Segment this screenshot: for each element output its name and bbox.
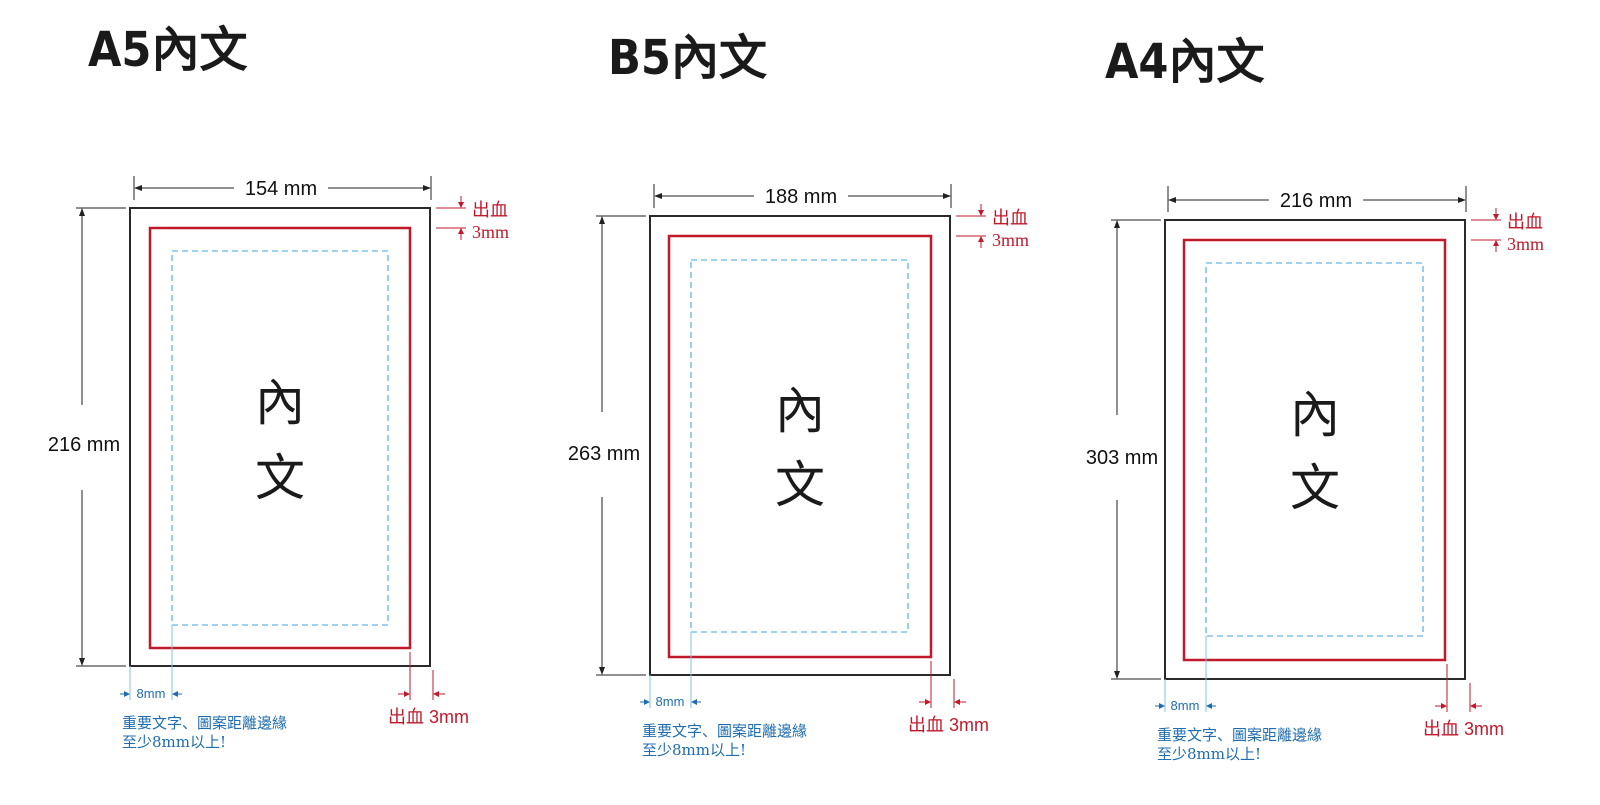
arrow-left-icon [1206,703,1212,709]
safe-area-note: 重要文字、圖案距離邊緣 至少8mm以上! [122,714,287,752]
center-char-1: 內 [255,374,305,432]
note-line-1: 重要文字、圖案距離邊緣 [642,722,808,740]
arrow-up-icon [978,236,984,242]
bleed-value: 3mm [992,230,1029,250]
safe-area-border [171,250,389,626]
bottom-bleed-label: 出血 [1423,719,1459,740]
panel-a5: A5內文 154 mm 216 mm 內 文 出血 3mm [0,0,530,805]
bleed-border [148,226,412,650]
arrow-up-icon [1114,220,1120,228]
bottom-bleed-value: 3mm [429,707,469,727]
arrow-up-icon [599,216,605,224]
margin-label: 8mm [1171,698,1200,713]
safe-area-note: 重要文字、圖案距離邊緣 至少8mm以上! [1157,726,1322,764]
panel-a4: A4內文 216 mm 303 mm 內 文 出血 3mm 出血 [1035,0,1575,805]
width-label: 154 mm [245,178,317,200]
arrow-right-icon [1458,197,1466,203]
arrow-left-icon [954,699,960,705]
bleed-value: 3mm [472,222,509,242]
center-char-2: 文 [255,449,305,507]
note-line-2: 至少8mm以上! [1157,745,1262,763]
arrow-down-icon [458,202,464,208]
safe-area-border [1205,262,1424,637]
center-char-1: 內 [1290,386,1340,444]
arrow-down-icon [1493,214,1499,220]
trim-border [649,215,951,676]
arrow-up-icon [458,228,464,234]
arrow-left-icon [691,699,697,705]
panel-title: A5內文 [88,22,248,78]
arrow-right-icon [423,185,431,191]
bottom-bleed-value: 3mm [949,715,989,735]
bleed-label: 出血 [472,200,508,221]
safe-area-border [690,259,909,633]
height-label: 216 mm [48,434,120,456]
bleed-border [1182,238,1447,662]
arrow-right-icon [943,193,951,199]
arrow-right-icon [1159,703,1165,709]
arrow-left-icon [1168,197,1176,203]
panel-b5: B5內文 188 mm 263 mm 內 文 出血 3mm 出血 [520,0,1050,805]
note-line-1: 重要文字、圖案距離邊緣 [122,714,288,732]
page-diagram: 188 mm 263 mm 內 文 出血 3mm 出血 3mm 8 [568,184,1029,736]
center-char-2: 文 [1290,459,1340,517]
bottom-bleed-value: 3mm [1464,719,1504,739]
arrow-right-icon [925,699,931,705]
arrow-left-icon [654,193,662,199]
note-line-2: 至少8mm以上! [122,733,227,751]
arrow-left-icon [172,691,178,697]
panel-title: B5內文 [608,30,767,86]
arrow-left-icon [134,185,142,191]
arrow-up-icon [1493,240,1499,246]
arrow-down-icon [599,667,605,675]
note-line-1: 重要文字、圖案距離邊緣 [1157,726,1323,744]
arrow-down-icon [978,210,984,216]
arrow-right-icon [124,691,130,697]
safe-area-note: 重要文字、圖案距離邊緣 至少8mm以上! [642,722,807,760]
bleed-value: 3mm [1507,234,1544,254]
center-char-2: 文 [775,456,825,514]
trim-border [129,207,431,667]
width-label: 216 mm [1280,190,1352,212]
bleed-label: 出血 [992,208,1028,229]
page-diagram: 216 mm 303 mm 內 文 出血 3mm 出血 3mm 8 [1086,186,1544,740]
arrow-down-icon [79,658,85,666]
bottom-bleed-label: 出血 [388,707,424,728]
arrow-left-icon [1470,703,1476,709]
margin-label: 8mm [656,694,685,709]
width-label: 188 mm [765,186,837,208]
panel-title: A4內文 [1105,34,1265,90]
center-char-1: 內 [775,382,825,440]
bleed-label: 出血 [1507,212,1543,233]
arrow-right-icon [644,699,650,705]
arrow-right-icon [404,691,410,697]
height-label: 303 mm [1086,447,1158,469]
page-diagram: 154 mm 216 mm 內 文 出血 3mm 出血 3mm [48,176,509,728]
arrow-down-icon [1114,671,1120,679]
arrow-up-icon [79,208,85,216]
margin-label: 8mm [137,686,166,701]
height-label: 263 mm [568,443,640,465]
arrow-left-icon [433,691,439,697]
arrow-right-icon [1441,703,1447,709]
note-line-2: 至少8mm以上! [642,741,747,759]
trim-border [1164,219,1466,680]
bleed-border [667,234,933,659]
bottom-bleed-label: 出血 [908,715,944,736]
